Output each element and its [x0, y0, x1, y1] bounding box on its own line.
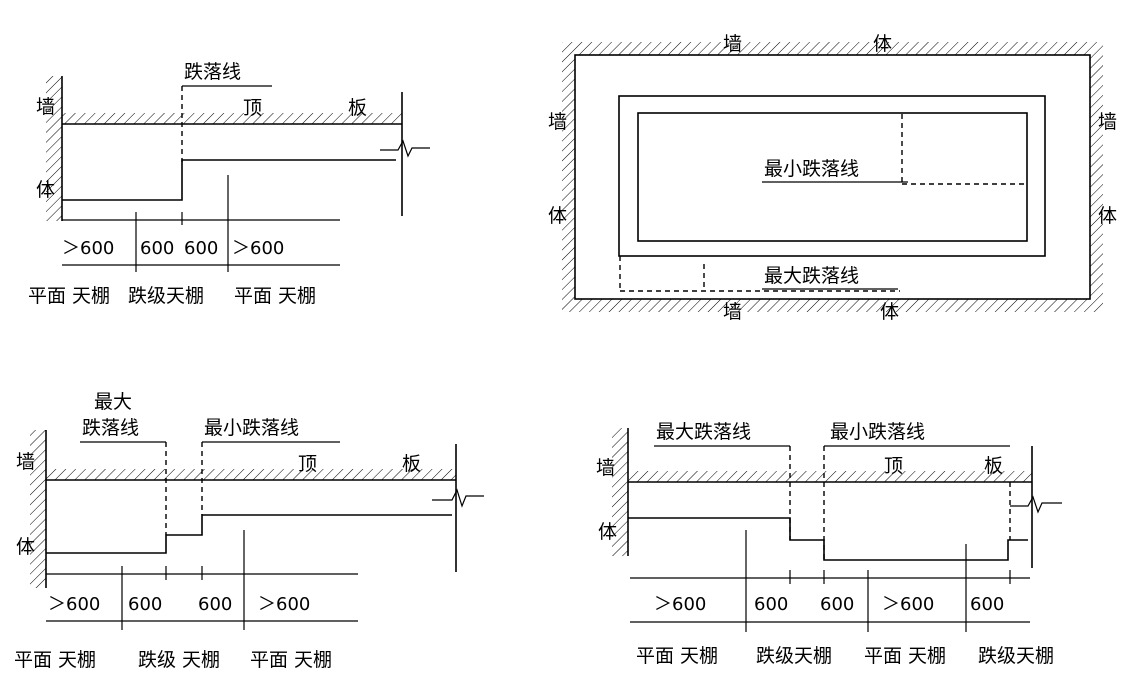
outer-ceiling-edge: [618, 95, 1046, 257]
min-drop-line-label: 最小跌落线: [204, 417, 299, 439]
max-drop-line-label: 最大跌落线: [764, 265, 859, 287]
body-label: 体: [36, 179, 55, 201]
top-label: 顶: [298, 453, 317, 475]
diagram-1-section: 墙 体 顶 板 跌落线 ＞600 600 600 ＞600 平面 天棚 跌级天棚…: [28, 61, 430, 307]
break-symbol: [432, 488, 484, 508]
dim-600: 600: [754, 594, 788, 615]
wall-hatch: [46, 76, 62, 221]
max-label: 最大: [94, 391, 132, 413]
inner-ceiling-edge: [637, 112, 1028, 242]
flat-ceiling-label: 平面 天棚: [14, 649, 96, 671]
drop-ceiling-label: 跌级 天棚: [138, 649, 220, 671]
slab-label: 板: [984, 455, 1003, 477]
drop-ceiling-label: 跌级天棚: [756, 645, 832, 667]
wall-label: 墙: [596, 457, 615, 479]
dim-600: 600: [184, 238, 218, 259]
flat-ceiling-label: 平面 天棚: [636, 645, 718, 667]
dim-gt600: ＞600: [62, 238, 114, 259]
diagram-3-section: 墙 体 顶 板 最大 跌落线 最小跌落线 ＞600 600 600 ＞600 平…: [14, 391, 484, 671]
ceiling-profile: [628, 517, 1028, 561]
dim-600: 600: [970, 594, 1004, 615]
wall-label: 墙: [36, 96, 55, 118]
diagram-4-section: 墙 体 顶 板 最大跌落线 最小跌落线 ＞600 600 600 ＞600 60…: [596, 421, 1062, 667]
drop-line-label: 跌落线: [184, 61, 241, 83]
slab-label: 板: [348, 97, 367, 119]
break-symbol: [1010, 495, 1062, 514]
wall-outline: [574, 54, 1091, 300]
drop-ceiling-label: 跌级天棚: [128, 285, 204, 307]
dim-gt600: ＞600: [654, 594, 706, 615]
dim-600: 600: [140, 238, 174, 259]
ceiling-slab-hatch: [62, 113, 402, 124]
flat-ceiling-label: 平面 天棚: [28, 285, 110, 307]
flat-ceiling-label: 平面 天棚: [234, 285, 316, 307]
body-label: 体: [16, 536, 35, 558]
wall-label: 墙: [723, 33, 742, 55]
dim-600: 600: [198, 594, 232, 615]
max-drop-line-label: 最大跌落线: [656, 421, 751, 443]
top-label: 顶: [884, 455, 903, 477]
min-drop-line-label: 最小跌落线: [830, 421, 925, 443]
dim-gt600: ＞600: [882, 594, 934, 615]
drop-ceiling-label: 跌级天棚: [978, 645, 1054, 667]
ceiling-profile: [62, 159, 396, 201]
top-label: 顶: [243, 97, 262, 119]
wall-label: 墙: [16, 451, 35, 473]
drop-line-label: 跌落线: [82, 417, 139, 439]
break-symbol: [380, 139, 430, 158]
wall-label: 墙: [1098, 111, 1117, 133]
dim-600: 600: [820, 594, 854, 615]
diagram-2-plan: 墙 体 墙 体 墙 体 墙 体 最小跌落线 最大跌落线: [548, 33, 1117, 323]
flat-ceiling-label: 平面 天棚: [864, 645, 946, 667]
dim-gt600: ＞600: [258, 594, 310, 615]
body-label: 体: [873, 33, 892, 55]
body-label: 体: [880, 301, 899, 323]
body-label: 体: [1098, 205, 1117, 227]
wall-label: 墙: [548, 111, 567, 133]
body-label: 体: [548, 205, 567, 227]
min-drop-line-label: 最小跌落线: [764, 158, 859, 180]
slab-label: 板: [402, 453, 421, 475]
dim-gt600: ＞600: [48, 594, 100, 615]
flat-ceiling-label: 平面 天棚: [250, 649, 332, 671]
wall-label: 墙: [723, 301, 742, 323]
dim-gt600: ＞600: [232, 238, 284, 259]
dim-600: 600: [128, 594, 162, 615]
body-label: 体: [598, 521, 617, 543]
ceiling-profile: [46, 514, 452, 554]
